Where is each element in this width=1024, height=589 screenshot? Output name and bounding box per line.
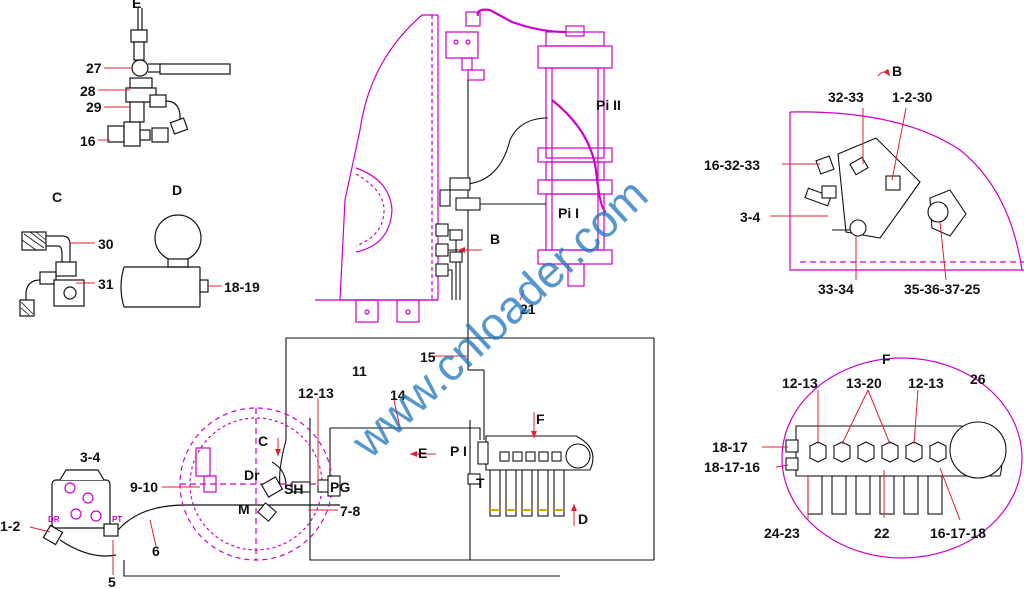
part-labels: E 27 28 29 16 C D 30 31 18-19 3-4 DR PT … [0, 0, 986, 589]
label-12-13-center: 12-13 [298, 385, 334, 401]
center-leaders [162, 68, 891, 526]
label-27: 27 [86, 60, 102, 76]
detail-d [120, 214, 209, 308]
label-13-20: 13-20 [846, 375, 882, 391]
label-f-detail: F [882, 351, 891, 367]
label-16-32-33: 16-32-33 [704, 157, 760, 173]
detail-b-parts [804, 137, 967, 239]
label-pi-port: P I [450, 443, 467, 459]
detail-b-leaders [770, 107, 947, 281]
label-6: 6 [152, 543, 160, 559]
detail-f-leaders [762, 389, 961, 521]
control-valve [467, 435, 594, 517]
label-d-arrow: D [578, 511, 588, 527]
detail-b [789, 111, 1024, 271]
label-3-4-pump: 3-4 [80, 449, 100, 465]
label-15: 15 [420, 349, 436, 365]
label-18-17-16: 18-17-16 [704, 459, 760, 475]
label-pi-ii: Pi II [596, 97, 621, 113]
label-1-2-30: 1-2-30 [892, 89, 933, 105]
detail-e [107, 8, 231, 147]
label-18-19: 18-19 [224, 279, 260, 295]
valve-fittings [435, 177, 481, 277]
hydraulic-lines [123, 80, 655, 577]
label-dr: Dr [244, 467, 260, 483]
label-b-detail: B [892, 63, 902, 79]
label-21: 21 [520, 301, 536, 317]
label-28: 28 [80, 83, 96, 99]
label-12-13-f-right: 12-13 [908, 375, 944, 391]
label-22: 22 [874, 525, 890, 541]
label-pt: PT [112, 515, 122, 524]
pump-leaders [29, 519, 157, 575]
detail-c [19, 231, 85, 317]
label-29: 29 [86, 99, 102, 115]
detail-e-leaders [98, 67, 133, 141]
label-30: 30 [98, 236, 114, 252]
label-5: 5 [108, 574, 116, 589]
label-14: 14 [390, 387, 406, 403]
label-c-tank: C [258, 433, 268, 449]
label-16-e: 16 [80, 133, 96, 149]
label-m: M [238, 501, 250, 517]
label-3-4-b: 3-4 [740, 209, 760, 225]
hydraulic-cylinder [537, 25, 613, 287]
label-b-arrow: B [490, 231, 500, 247]
label-24-23: 24-23 [764, 525, 800, 541]
top-valve-block [445, 8, 567, 81]
label-e-arrow: E [418, 445, 427, 461]
label-f-arrow: F [536, 411, 545, 427]
label-d-detail: D [172, 182, 182, 198]
label-33-34: 33-34 [818, 281, 854, 297]
detail-f [781, 357, 1023, 559]
hydraulic-pump [42, 469, 340, 557]
cylinder-hoses [551, 99, 607, 214]
label-pg: PG [330, 479, 350, 495]
label-7-8: 7-8 [340, 503, 360, 519]
tank-fittings [257, 461, 341, 522]
label-12-13-f-left: 12-13 [782, 375, 818, 391]
detail-c-leaders [70, 242, 95, 284]
label-31: 31 [98, 276, 114, 292]
label-sh: SH [284, 481, 303, 497]
watermark: www.cnloader.com [341, 168, 658, 468]
label-e-top: E [132, 0, 141, 11]
label-26: 26 [970, 371, 986, 387]
machine-body [315, 14, 439, 323]
detail-f-parts [785, 421, 1007, 515]
label-32-33: 32-33 [828, 89, 864, 105]
label-pi-i: Pi I [558, 205, 579, 221]
label-1-2: 1-2 [0, 518, 20, 534]
label-11: 11 [352, 363, 367, 379]
label-9-10: 9-10 [130, 479, 158, 495]
label-16-17-18: 16-17-18 [930, 525, 986, 541]
label-35-36-37-25: 35-36-37-25 [904, 281, 980, 297]
label-18-17: 18-17 [712, 439, 748, 455]
label-dr-pump: DR [48, 515, 60, 524]
label-t-port: T [476, 475, 485, 491]
label-c-detail: C [52, 189, 62, 205]
